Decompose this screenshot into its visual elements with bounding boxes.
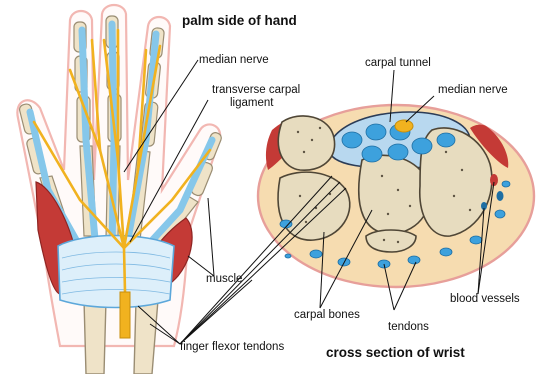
cross-section-title: cross section of wrist [326,345,465,360]
label-carpal-tunnel: carpal tunnel [365,57,431,69]
label-carpal-bones: carpal bones [294,309,360,321]
hand-illustration [17,5,222,374]
wrist-cross-section [258,105,534,287]
forearm-bone-ulna [134,300,158,374]
wrist-median-nerve [395,120,413,132]
label-median-nerve-hand: median nerve [199,54,269,66]
label-muscle: muscle [206,273,242,285]
label-blood-vessels: blood vessels [450,293,520,305]
label-transverse-carpal-line1: transverse carpal [212,84,300,96]
label-transverse-carpal-line2: ligament [230,97,274,109]
label-median-nerve-wrist: median nerve [438,84,508,96]
forearm-bone-radius [84,300,106,374]
transverse-carpal-ligament [58,236,174,308]
palm-title: palm side of hand [182,13,297,28]
label-finger-flexor-tendons: finger flexor tendons [180,341,284,353]
median-nerve-trunk [120,292,130,338]
label-tendons: tendons [388,321,429,333]
